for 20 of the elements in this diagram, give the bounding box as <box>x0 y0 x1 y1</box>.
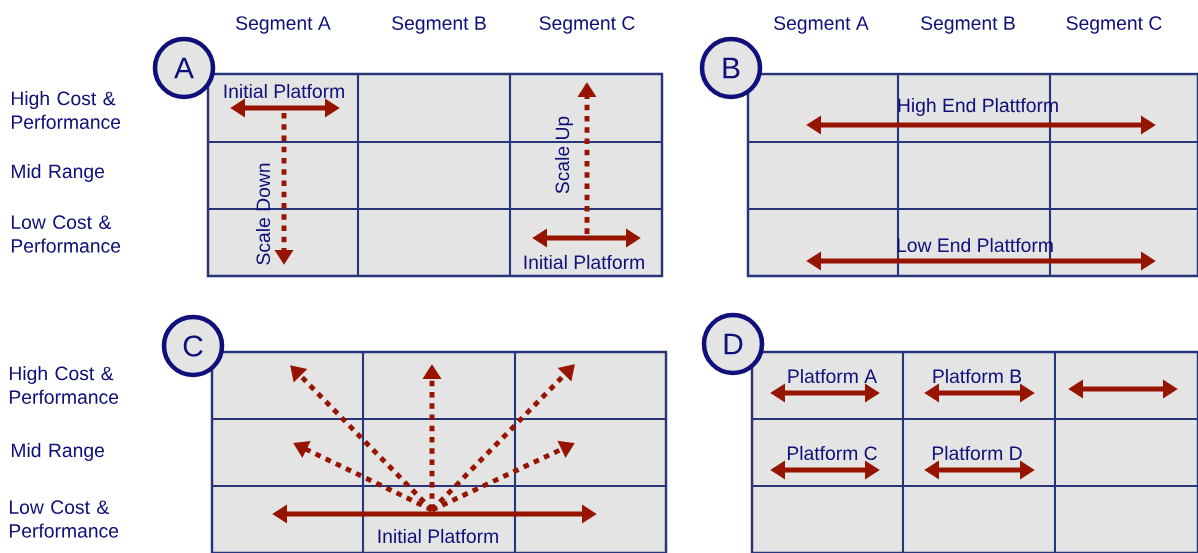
column-header: Segment B <box>392 16 486 34</box>
row-label: Low Cost & Performance <box>11 215 121 253</box>
arrow-label: Initial Platform <box>378 528 498 544</box>
panel-badge: B <box>699 36 763 100</box>
row-label: Low Cost & Performance <box>9 500 119 538</box>
arrow-label: Platform C <box>787 445 877 461</box>
column-header: Segment C <box>1066 16 1162 34</box>
panel-badge: C <box>161 314 225 378</box>
arrow-label: Platform D <box>932 445 1022 461</box>
arrow-label: Platform A <box>788 368 878 384</box>
row-label: Mid Range <box>11 443 104 461</box>
arrow-label: Platform B <box>933 368 1022 384</box>
column-header: Segment A <box>774 16 869 34</box>
panel-badge: A <box>152 36 216 100</box>
arrow-label: Scale Up <box>555 116 573 194</box>
row-label: Mid Range <box>11 164 104 182</box>
row-label: High Cost & Performance <box>11 91 121 129</box>
arrow-label: Scale Down <box>255 163 271 265</box>
panel-badge: D <box>701 312 765 376</box>
column-header: Segment B <box>921 16 1015 34</box>
